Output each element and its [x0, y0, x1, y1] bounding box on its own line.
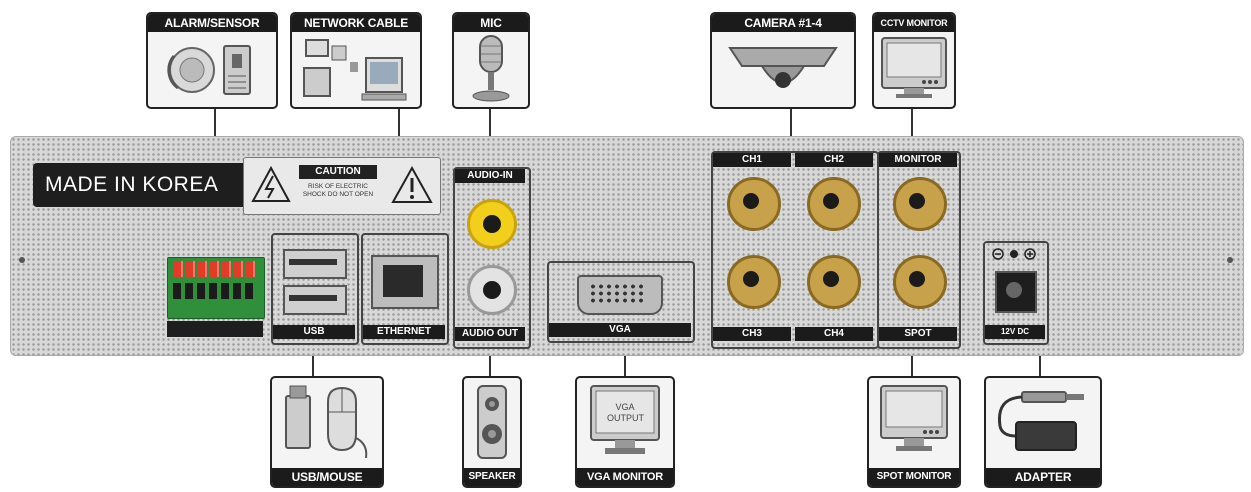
caution-text: RISK OF ELECTRIC SHOCK DO NOT OPEN	[297, 183, 379, 199]
usb-mouse-icon	[272, 378, 382, 466]
spot-bnc-center	[909, 271, 925, 287]
vga-label: VGA	[549, 323, 691, 337]
callout-network-cable: NETWORK CABLE	[290, 12, 422, 109]
audio-port-frame	[453, 167, 531, 349]
callout-cctv-monitor: CCTV MONITOR	[872, 12, 956, 109]
ch3-label: CH3	[713, 327, 791, 341]
monitor-bnc-center	[909, 193, 925, 209]
polarity-icon	[991, 247, 1037, 261]
audio-out-jack-center	[483, 281, 501, 299]
made-in-korea-text: MADE IN KOREA	[45, 173, 218, 197]
callout-vga-monitor-label: VGA MONITOR	[577, 468, 673, 486]
callout-alarm-sensor: ALARM/SENSOR	[146, 12, 278, 109]
callout-network-cable-label: NETWORK CABLE	[292, 14, 420, 32]
callout-vga-monitor: VGA OUTPUT VGA MONITOR	[575, 376, 675, 488]
monitor-label: MONITOR	[879, 153, 957, 167]
callout-usb-mouse-label: USB/MOUSE	[272, 468, 382, 486]
callout-mic-label: MIC	[454, 14, 528, 32]
ch4-bnc-center	[823, 271, 839, 287]
callout-adapter-label: ADAPTER	[986, 468, 1100, 486]
power-adapter-icon	[986, 378, 1100, 466]
dvr-rear-panel: MADE IN KOREA CAUTION RISK OF ELECTRIC S…	[10, 136, 1244, 356]
power-jack-center	[1006, 282, 1022, 298]
callout-camera-label: CAMERA #1-4	[712, 14, 854, 32]
callout-speaker: SPEAKER	[462, 376, 522, 488]
ch4-label: CH4	[795, 327, 873, 341]
microphone-icon	[454, 32, 528, 107]
speaker-icon	[464, 378, 520, 466]
ch3-bnc-center	[743, 271, 759, 287]
screw-right	[1227, 257, 1233, 263]
callout-alarm-sensor-label: ALARM/SENSOR	[148, 14, 276, 32]
network-computers-icon	[292, 32, 420, 107]
usb-label: USB	[273, 325, 355, 339]
audio-out-label: AUDIO OUT	[455, 327, 525, 341]
vga-screen-text: VGA OUTPUT	[607, 402, 643, 424]
ch2-label: CH2	[795, 153, 873, 167]
ch1-label: CH1	[713, 153, 791, 167]
callout-spot-monitor: SPOT MONITOR	[867, 376, 961, 488]
spot-monitor-icon	[869, 378, 959, 466]
camera-channels-frame	[711, 151, 879, 349]
ethernet-label: ETHERNET	[363, 325, 445, 339]
callout-mic: MIC	[452, 12, 530, 109]
terminal-legend	[167, 321, 263, 337]
callout-spot-monitor-label: SPOT MONITOR	[869, 468, 959, 486]
callout-adapter: ADAPTER	[984, 376, 1102, 488]
alarm-sensor-icon	[148, 32, 276, 107]
ch1-bnc-center	[743, 193, 759, 209]
callout-usb-mouse: USB/MOUSE	[270, 376, 384, 488]
warning-icon	[391, 165, 433, 205]
power-label: 12V DC	[985, 325, 1045, 339]
callout-cctv-monitor-label: CCTV MONITOR	[874, 14, 954, 32]
usb-port-1-slot	[289, 259, 337, 265]
cctv-monitor-icon	[874, 32, 954, 107]
ethernet-socket	[383, 265, 423, 297]
terminal-screws	[173, 283, 257, 299]
caution-title: CAUTION	[299, 165, 377, 179]
callout-camera: CAMERA #1-4	[710, 12, 856, 109]
usb-port-2-slot	[289, 295, 337, 301]
spot-label: SPOT	[879, 327, 957, 341]
audio-in-jack-center	[483, 215, 501, 233]
ch2-bnc-center	[823, 193, 839, 209]
vga-pins	[589, 283, 647, 303]
callout-speaker-label: SPEAKER	[464, 468, 520, 486]
audio-in-label: AUDIO-IN	[455, 169, 525, 183]
terminal-pins	[173, 261, 257, 277]
screw-left	[19, 257, 25, 263]
dome-camera-icon	[712, 32, 854, 107]
electric-shock-icon	[251, 165, 291, 205]
